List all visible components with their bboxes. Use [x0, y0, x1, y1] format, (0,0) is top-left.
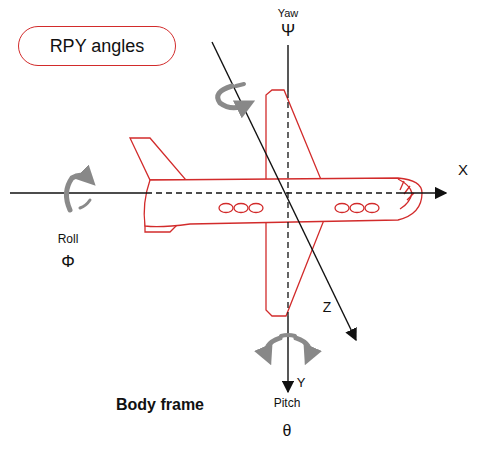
x-axis-dashed — [146, 192, 402, 193]
y-axis-dashed — [287, 92, 288, 316]
window — [249, 204, 263, 213]
y-axis — [287, 45, 288, 92]
cockpit — [398, 179, 412, 209]
window — [234, 204, 248, 213]
pitch-rotation-arrow — [281, 335, 295, 336]
lower-wing — [266, 220, 324, 316]
yaw-rotation-arrow — [218, 86, 248, 108]
axis-letter: Z — [323, 300, 332, 315]
window — [350, 204, 364, 213]
x-axis — [10, 192, 146, 193]
yaw-rotation-arrow — [236, 84, 244, 86]
axis-name: Yaw — [278, 7, 299, 19]
angle-symbol: Ψ — [281, 22, 295, 41]
cockpit-lines — [400, 181, 414, 200]
x-axis — [402, 192, 446, 193]
airplane — [130, 90, 422, 316]
upper-wing — [266, 90, 322, 182]
pitch-rotation-arrow — [267, 338, 281, 358]
axis-name: Pitch — [274, 397, 301, 410]
axis-letter: Y — [297, 376, 306, 390]
axis-letter: X — [458, 162, 468, 179]
axis-name: Roll — [58, 233, 79, 246]
fuselage — [144, 178, 422, 227]
z-axis — [212, 42, 356, 340]
window — [219, 204, 233, 213]
frame-caption: Body frame — [116, 396, 204, 414]
title-box: RPY angles — [18, 26, 176, 66]
y-axis — [287, 316, 288, 392]
box-title: RPY angles — [50, 36, 145, 57]
angle-symbol: Φ — [61, 253, 75, 272]
window — [335, 204, 349, 213]
pitch-rotation-arrow — [296, 338, 310, 358]
roll-rotation-arrow — [80, 200, 90, 208]
angle-symbol: θ — [283, 422, 292, 440]
window — [365, 204, 379, 213]
tail-fin — [130, 138, 186, 180]
roll-rotation-arrow — [66, 175, 90, 210]
